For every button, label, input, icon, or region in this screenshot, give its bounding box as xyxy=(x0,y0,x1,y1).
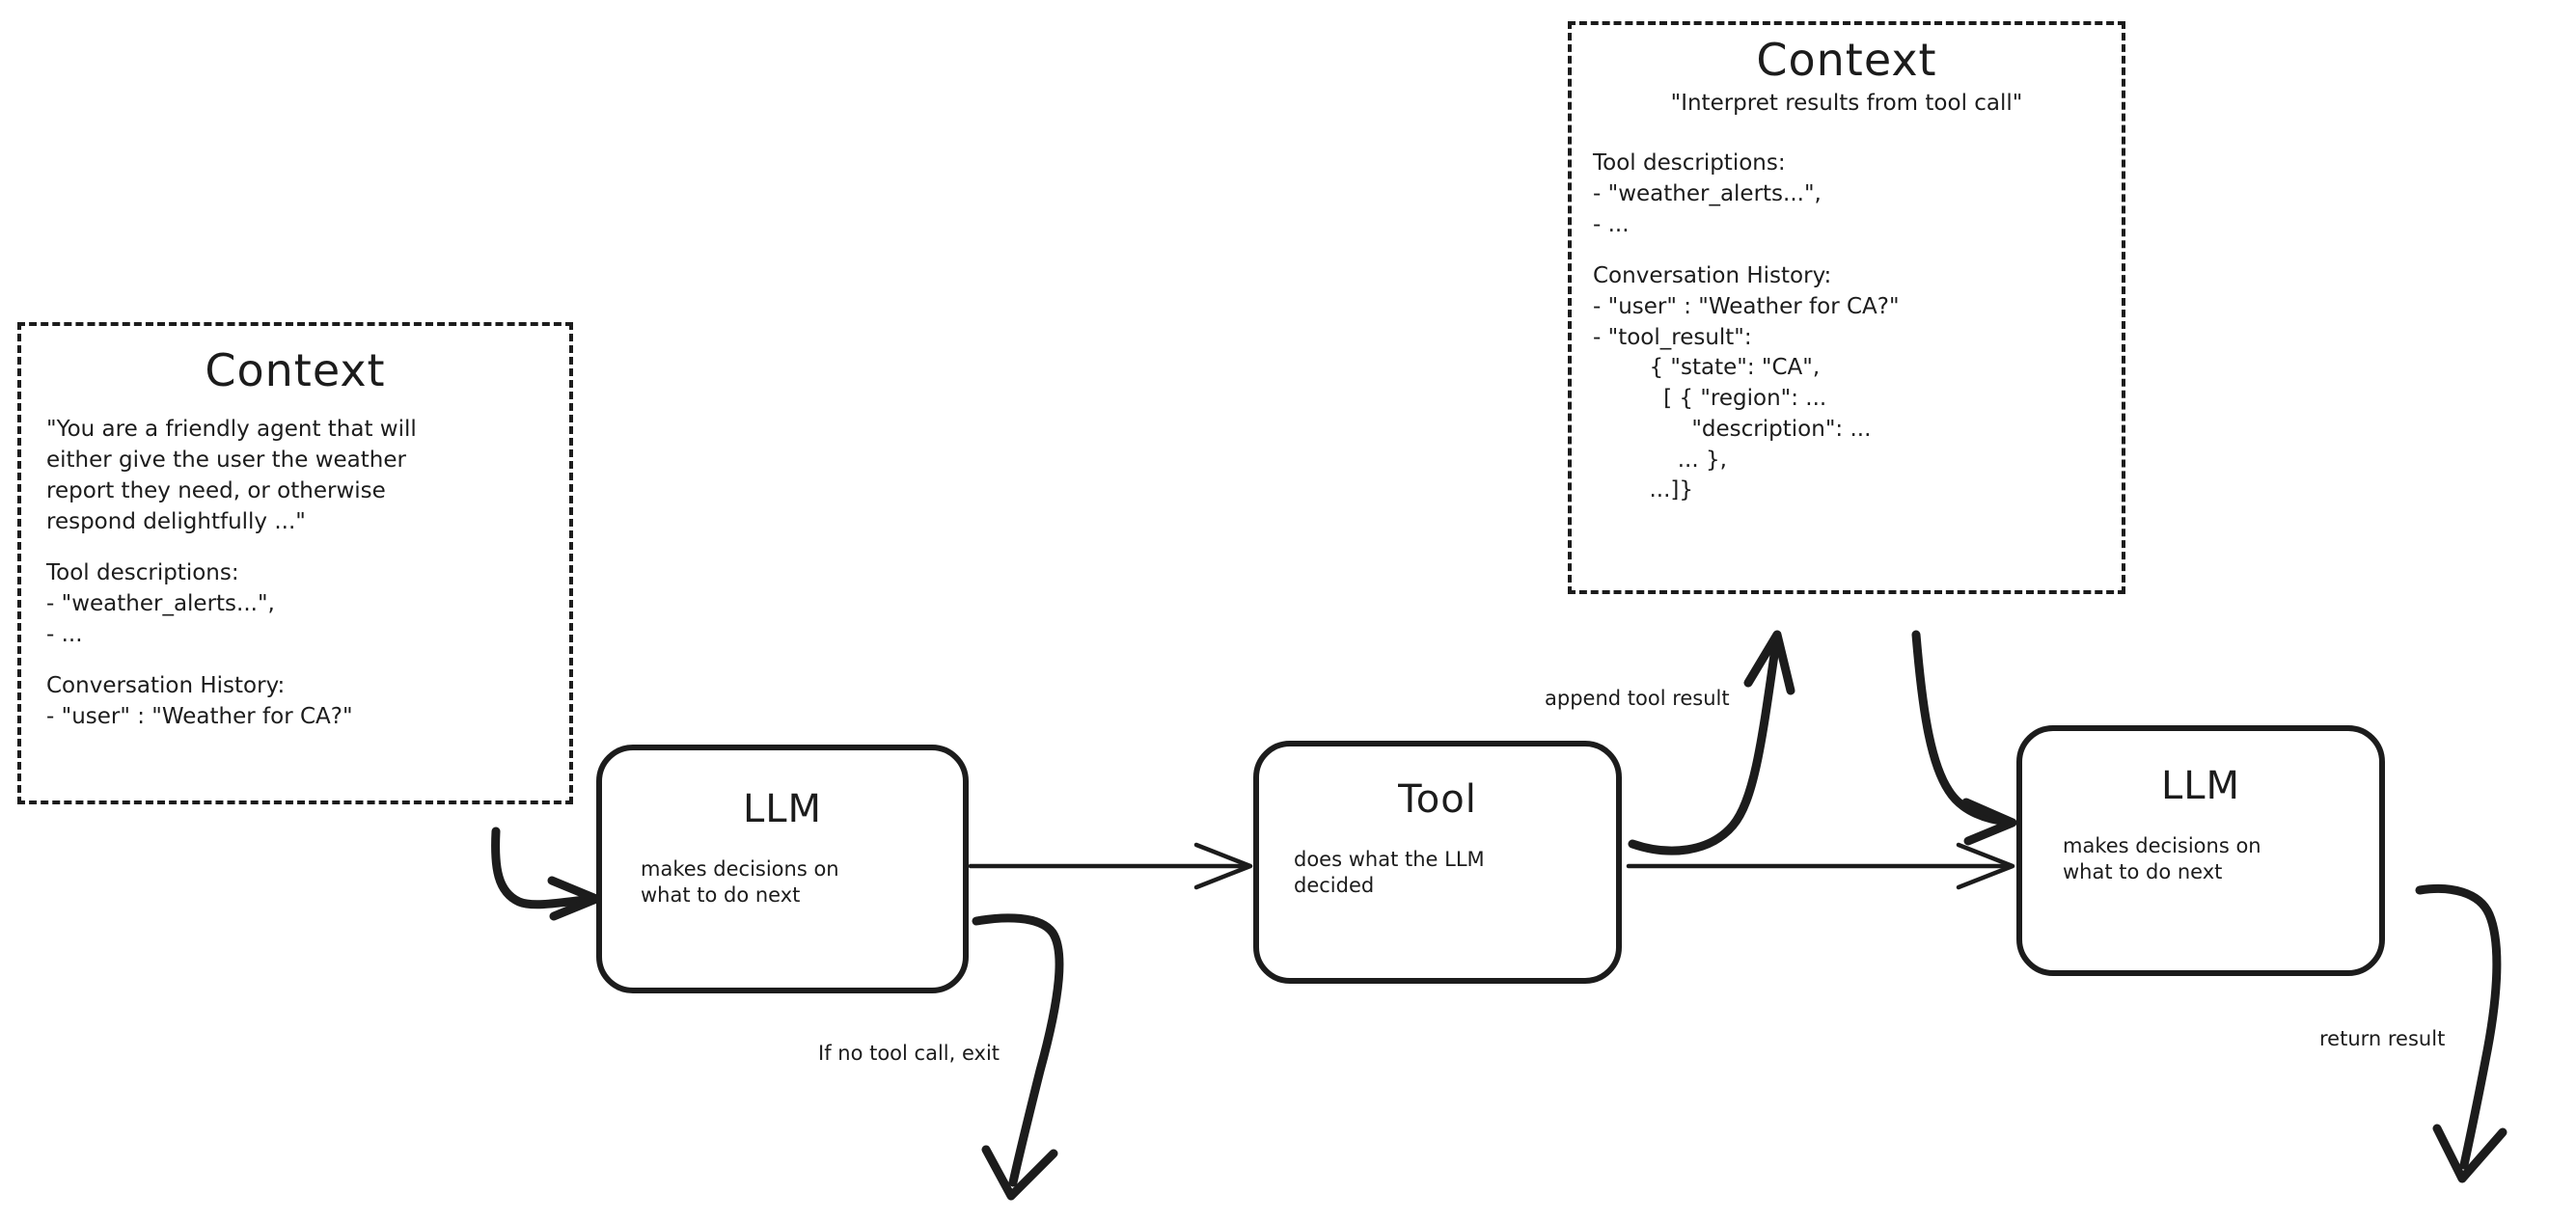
node-llm-first-subtitle: makes decisions on what to do next xyxy=(641,857,839,907)
arrow-llm1-to-tool xyxy=(968,842,1253,890)
edge-label-append-tool-result: append tool result xyxy=(1545,687,1730,710)
arrow-tool-to-llm2 xyxy=(1626,842,2015,890)
node-tool-title: Tool xyxy=(1398,777,1477,822)
context-left-tool-items: - "weather_alerts...", - ... xyxy=(46,590,275,647)
context-left-conversation-items: - "user" : "Weather for CA?" xyxy=(46,704,353,730)
context-left-conversation: Conversation History: - "user" : "Weather… xyxy=(46,671,544,732)
node-llm-second-subtitle: makes decisions on what to do next xyxy=(2063,834,2261,883)
node-llm-second[interactable]: LLM makes decisions on what to do next xyxy=(2016,725,2385,976)
context-right-tool-heading: Tool descriptions: xyxy=(1593,150,1786,176)
context-right-conversation-heading: Conversation History: xyxy=(1593,263,1832,289)
node-llm-second-title: LLM xyxy=(2160,764,2241,808)
node-tool[interactable]: Tool does what the LLM decided xyxy=(1253,741,1622,984)
context-box-right: Context "Interpret results from tool cal… xyxy=(1568,21,2125,594)
context-right-conversation: Conversation History: - "user" : "Weather… xyxy=(1593,261,2100,506)
edge-label-exit: If no tool call, exit xyxy=(818,1042,1000,1065)
node-llm-first[interactable]: LLM makes decisions on what to do next xyxy=(596,745,969,993)
context-left-conversation-heading: Conversation History: xyxy=(46,673,286,699)
context-right-tool-descriptions: Tool descriptions: - "weather_alerts...",… xyxy=(1593,149,2100,240)
edge-label-return-result: return result xyxy=(2319,1027,2446,1050)
context-right-conversation-tool-result: - "tool_result": { "state": "CA", [ { "r… xyxy=(1593,324,1872,503)
arrow-tool-to-context-right xyxy=(1628,630,1795,855)
context-right-conversation-user: - "user" : "Weather for CA?" xyxy=(1593,293,1900,319)
context-right-body: "Interpret results from tool call" Tool … xyxy=(1572,89,2122,506)
context-left-title: Context xyxy=(205,344,386,396)
context-right-system-prompt: "Interpret results from tool call" xyxy=(1670,91,2023,117)
node-tool-subtitle: does what the LLM decided xyxy=(1294,848,1485,897)
context-left-tool-heading: Tool descriptions: xyxy=(46,560,239,586)
context-right-tool-items: - "weather_alerts...", - ... xyxy=(1593,180,1822,237)
node-llm-first-title: LLM xyxy=(742,787,823,831)
arrow-context-right-to-llm2 xyxy=(1911,630,2017,846)
context-left-tool-descriptions: Tool descriptions: - "weather_alerts...",… xyxy=(46,558,544,650)
context-left-body: "You are a friendly agent that will eith… xyxy=(21,415,569,733)
arrow-context-to-llm1 xyxy=(491,827,601,921)
context-box-left: Context "You are a friendly agent that w… xyxy=(17,322,573,804)
context-left-system-prompt: "You are a friendly agent that will eith… xyxy=(46,417,417,534)
context-right-title: Context xyxy=(1756,34,1937,86)
